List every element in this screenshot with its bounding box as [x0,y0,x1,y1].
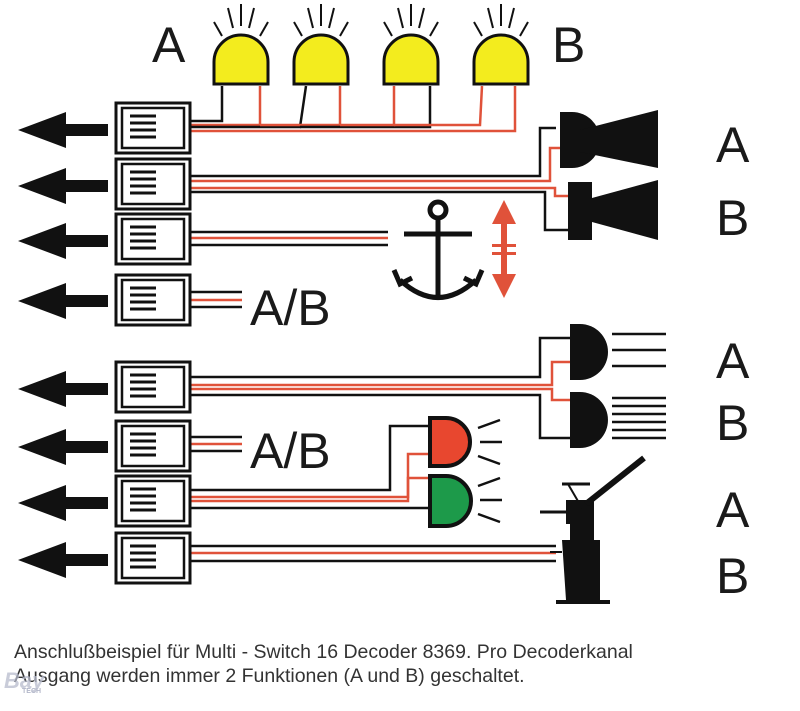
headlight-wiring [190,336,570,440]
arrow-left-icon [18,283,108,319]
connector-icon [114,419,192,473]
lamp-wiring [190,85,517,133]
headlight-icon [570,324,666,380]
ab-wiring-2 [190,435,242,453]
connector-icon [114,474,192,528]
caption-line-1: Anschlußbeispiel für Multi - Switch 16 D… [14,641,633,663]
arrow-left-icon [18,429,108,465]
ab-wiring-1 [190,290,242,309]
anchor-wiring [190,230,388,247]
wiring-diagram: A B [18,4,750,604]
arrow-left-icon [18,223,108,259]
connector-icon [114,212,192,266]
horn-wiring [190,126,570,232]
crane-wiring [190,544,556,563]
ab-label-2: A/B [250,423,331,479]
crane-label-b: B [716,548,749,604]
arrow-left-icon [18,168,108,204]
headlight-label-b: B [716,395,749,451]
top-label-a: A [152,17,186,73]
lamp-icon [472,4,530,86]
connector-icon [114,157,192,211]
connector-icon [114,101,192,155]
lamp-icon [212,4,270,86]
signal-light-icon [428,474,502,528]
signal-light-icon [428,416,502,468]
watermark-logo: Bay TECH [4,668,44,695]
watermark-sub: TECH [22,688,42,695]
caption-line-2: Ausgang werden immer 2 Funktionen (A und… [14,665,525,687]
crane-icon [540,455,646,604]
connector-icon [114,360,192,414]
signal-wiring [190,424,430,510]
watermark-text: Bay [4,668,45,693]
horn-label-b: B [716,190,749,246]
double-arrow-icon [492,200,516,298]
connector-icon [114,531,192,585]
arrow-left-icon [18,542,108,578]
headlight-icon [570,392,666,448]
horn-icon [568,180,658,240]
horn-label-a: A [716,117,750,173]
top-label-b: B [552,17,585,73]
connector-icon [114,273,192,327]
crane-label-a: A [716,482,750,538]
anchor-icon [391,199,485,300]
horn-icon [560,110,658,168]
headlight-label-a: A [716,333,750,389]
arrow-left-icon [18,371,108,407]
arrow-left-icon [18,485,108,521]
arrow-left-icon [18,112,108,148]
caption: Anschlußbeispiel für Multi - Switch 16 D… [14,640,794,688]
lamp-icon [382,4,440,86]
ab-label-1: A/B [250,280,331,336]
lamp-icon [292,4,350,86]
